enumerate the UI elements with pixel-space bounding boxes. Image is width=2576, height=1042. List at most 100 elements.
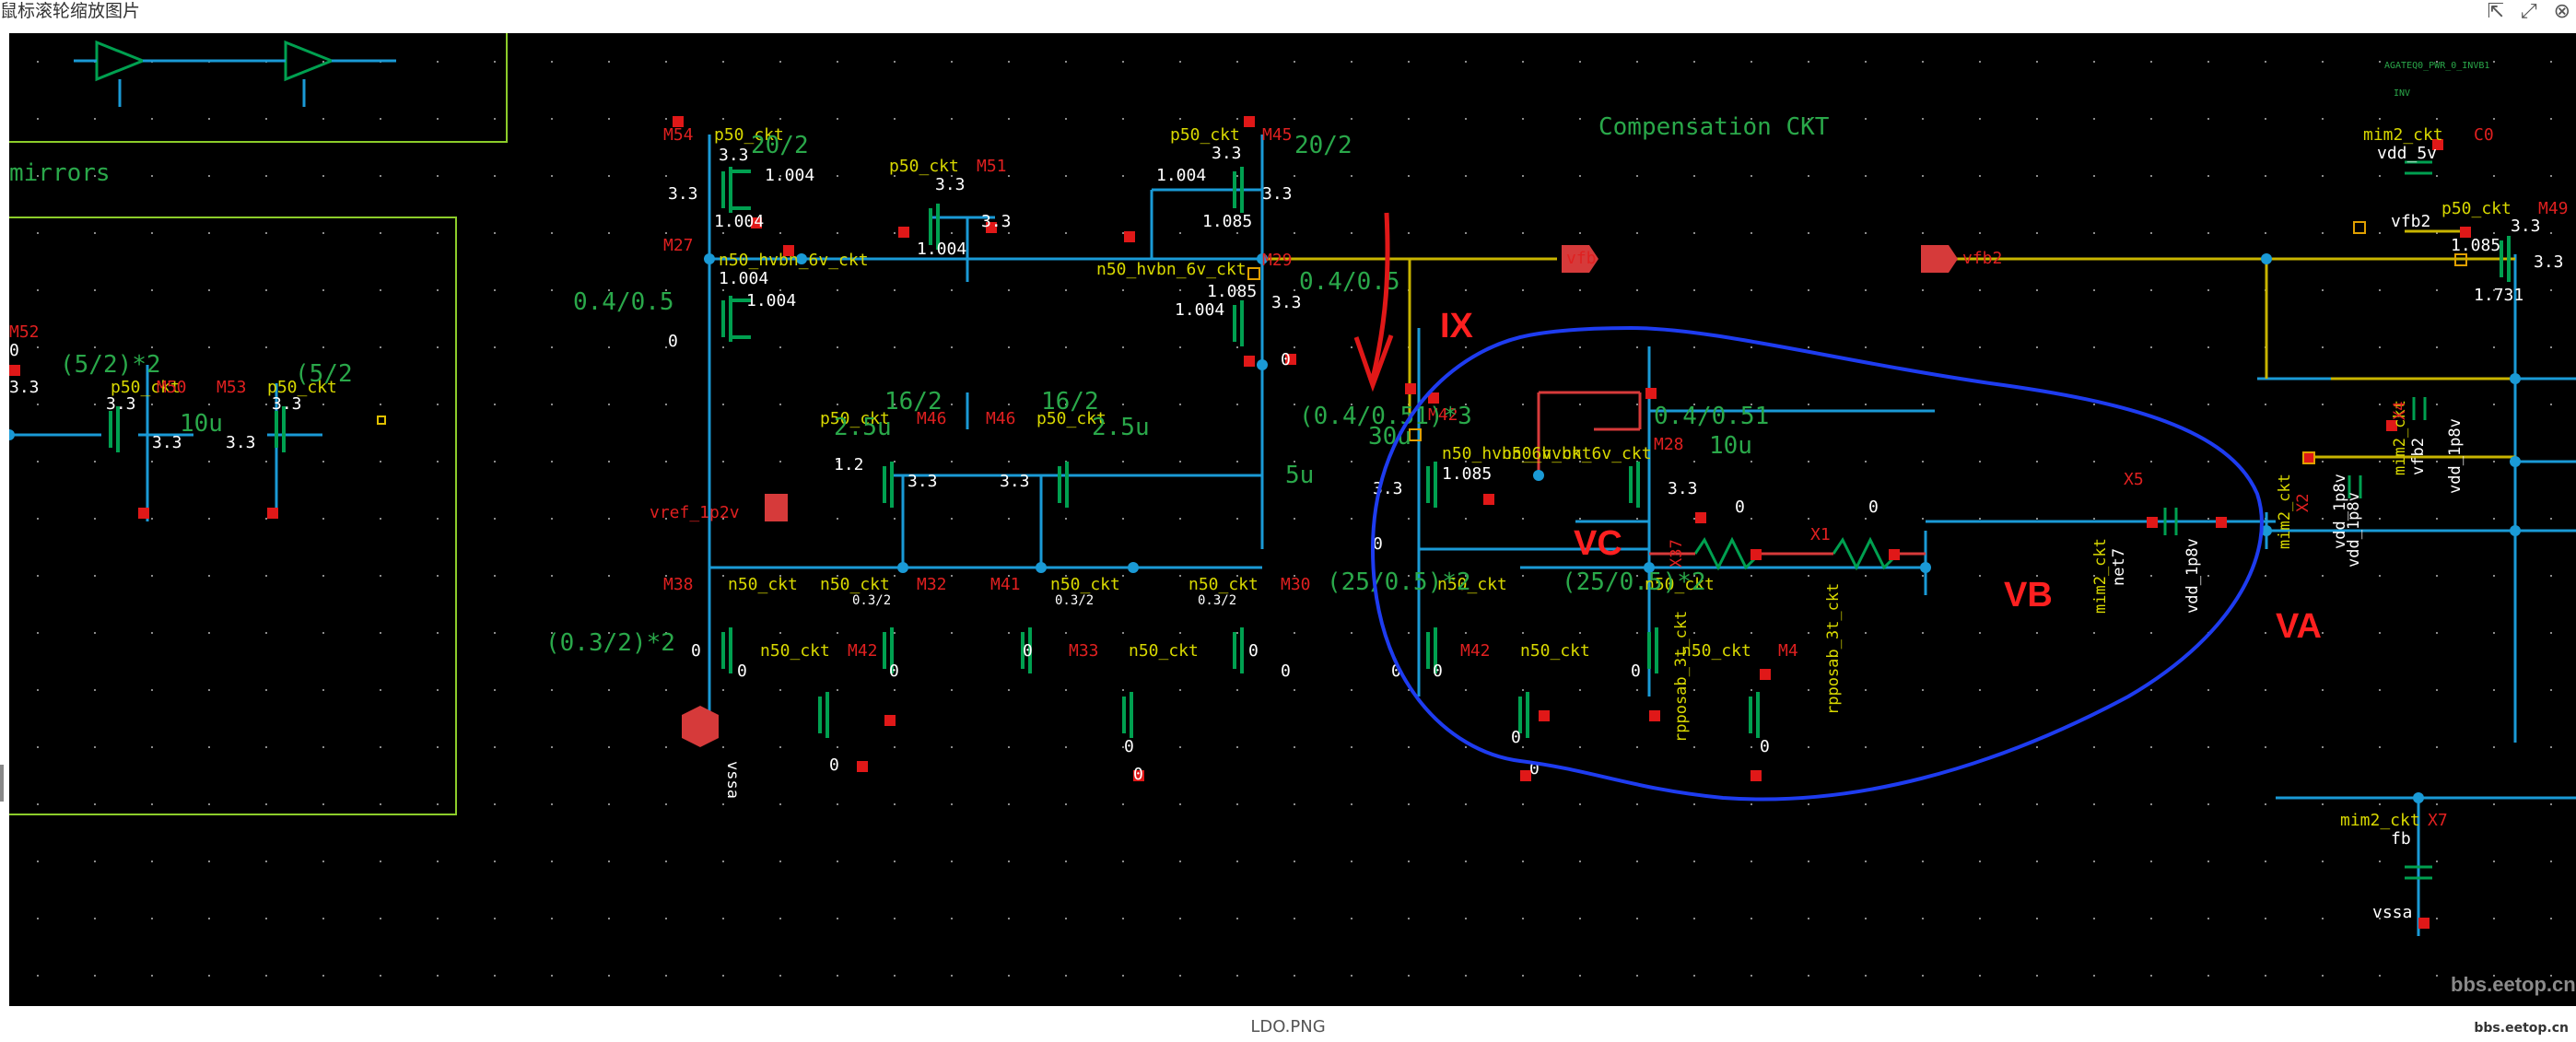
svg-text:n50_ckt: n50_ckt — [1645, 575, 1715, 594]
svg-text:n50_ckt: n50_ckt — [1520, 641, 1590, 661]
svg-text:vdd_5v: vdd_5v — [2377, 144, 2437, 163]
transistors — [109, 167, 2511, 738]
scrollbar[interactable] — [0, 765, 4, 802]
svg-text:16/2: 16/2 — [884, 388, 943, 416]
svg-text:3.3: 3.3 — [981, 212, 1012, 231]
svg-text:M29: M29 — [1262, 251, 1293, 270]
labels: M54 p50_ckt 3.3 1.004 3.3 1.004 M27 n50_… — [9, 125, 2569, 922]
pins — [682, 245, 1958, 747]
svg-text:n50_ckt: n50_ckt — [1188, 575, 1259, 594]
svg-text:M4: M4 — [1778, 641, 1798, 661]
annotation-vc: VC — [1574, 524, 1622, 563]
svg-text:vdd_1p8v: vdd_1p8v — [2184, 538, 2202, 614]
buffer-block — [74, 40, 396, 107]
svg-text:20/2: 20/2 — [751, 132, 809, 159]
svg-text:vfb2: vfb2 — [2391, 212, 2430, 231]
svg-text:3.3: 3.3 — [1000, 472, 1030, 491]
close-icon[interactable]: ⊗ — [2553, 0, 2570, 23]
annotation-va: VA — [2276, 607, 2322, 646]
svg-text:10u: 10u — [1709, 432, 1752, 460]
compensation-ckt-label: Compensation CKT — [1598, 113, 1830, 141]
image-caption: LDO.PNG — [1250, 1017, 1326, 1036]
svg-text:0: 0 — [1760, 737, 1770, 756]
svg-text:10u: 10u — [180, 410, 223, 438]
svg-text:mim2_ckt: mim2_ckt — [2340, 811, 2420, 830]
svg-text:0: 0 — [737, 661, 747, 681]
svg-text:0: 0 — [829, 755, 839, 775]
svg-text:M27: M27 — [663, 236, 694, 255]
capacitors — [2163, 160, 2432, 880]
svg-text:M49: M49 — [2538, 199, 2569, 218]
svg-text:3.3: 3.3 — [1668, 479, 1698, 498]
label-m54: M54 — [663, 125, 694, 145]
svg-text:X7: X7 — [2428, 811, 2448, 830]
svg-text:20/2: 20/2 — [1294, 132, 1352, 159]
watermark: bbs.eetop.cn — [2451, 973, 2576, 996]
svg-text:M33: M33 — [1069, 641, 1099, 661]
svg-text:n50_ckt: n50_ckt — [820, 575, 890, 594]
svg-text:2.5u: 2.5u — [834, 414, 892, 441]
external-link-icon[interactable]: ⇱ — [2487, 0, 2504, 23]
window-controls: ⇱ ⤢ ⊗ — [2487, 0, 2570, 23]
svg-text:n50_hvbn_6v_ckt: n50_hvbn_6v_ckt — [1096, 260, 1247, 279]
svg-text:0: 0 — [1248, 641, 1259, 661]
svg-text:3.3: 3.3 — [668, 184, 698, 204]
svg-text:0: 0 — [1133, 765, 1143, 784]
svg-text:0: 0 — [691, 641, 701, 661]
svg-text:p50_ckt: p50_ckt — [111, 378, 181, 397]
svg-text:vref_1p2v: vref_1p2v — [650, 503, 740, 522]
svg-text:AGATEQ0_PWR_0_INVB1: AGATEQ0_PWR_0_INVB1 — [2384, 61, 2489, 71]
svg-text:0: 0 — [1373, 534, 1383, 554]
svg-text:n50_hvbn_6v_ckt: n50_hvbn_6v_ckt — [1442, 444, 1592, 463]
svg-text:1.004: 1.004 — [714, 212, 764, 231]
nets-dots — [9, 116, 2521, 929]
svg-text:p50_ckt: p50_ckt — [1170, 125, 1240, 145]
svg-text:M53: M53 — [217, 378, 247, 397]
svg-text:(25/0.5)*2: (25/0.5)*2 — [1562, 568, 1706, 596]
grid-dots — [9, 33, 2576, 1006]
mirrors-label: mirrors — [9, 159, 111, 187]
svg-text:0: 0 — [1023, 641, 1033, 661]
svg-text:INV: INV — [2394, 88, 2410, 99]
svg-text:0: 0 — [1631, 661, 1641, 681]
svg-text:M51: M51 — [977, 157, 1007, 176]
svg-text:mim2_ckt: mim2_ckt — [2391, 400, 2409, 475]
svg-text:M28: M28 — [1654, 435, 1684, 454]
svg-text:n50_hvbn_6v_ckt: n50_hvbn_6v_ckt — [719, 251, 869, 270]
svg-text:1.004: 1.004 — [1175, 300, 1224, 320]
svg-text:vdd_1p8v: vdd_1p8v — [2331, 474, 2349, 549]
svg-text:mim2_ckt: mim2_ckt — [2276, 474, 2294, 549]
svg-text:3.3: 3.3 — [2511, 217, 2541, 236]
svg-text:3.3: 3.3 — [935, 175, 966, 194]
svg-text:X2: X2 — [2294, 494, 2313, 512]
svg-text:1.004: 1.004 — [917, 240, 966, 259]
svg-text:3.3: 3.3 — [1212, 144, 1242, 163]
svg-text:0: 0 — [1391, 661, 1401, 681]
svg-text:0: 0 — [889, 661, 899, 681]
footer-watermark: bbs.eetop.cn — [2474, 1021, 2569, 1036]
annotation-vb: VB — [2004, 576, 2053, 615]
hand-annotations: IX VC VB VA — [1353, 212, 2322, 802]
svg-text:vdd_1p8v: vdd_1p8v — [2345, 492, 2363, 568]
svg-text:3.3: 3.3 — [226, 433, 256, 452]
svg-text:C0: C0 — [2474, 125, 2494, 145]
svg-text:M41: M41 — [990, 575, 1021, 594]
svg-text:X5: X5 — [2124, 470, 2144, 489]
image-viewer[interactable]: mirrors — [9, 33, 2576, 1006]
svg-text:X4: X4 — [2391, 402, 2409, 420]
svg-text:(0.3/2)*2: (0.3/2)*2 — [545, 629, 675, 657]
svg-text:0: 0 — [9, 341, 19, 360]
svg-text:(5/2: (5/2 — [295, 360, 353, 388]
svg-text:p50_ckt: p50_ckt — [2441, 199, 2512, 218]
rotated-labels: mim2_ckt net7 vdd_1p8v mim2_ckt X2 vdd_1… — [723, 400, 2465, 799]
svg-text:M46: M46 — [986, 409, 1016, 428]
svg-text:fb: fb — [2391, 829, 2411, 849]
svg-text:net7: net7 — [2110, 548, 2128, 586]
svg-text:M46: M46 — [917, 409, 947, 428]
svg-text:vdd_1p8v: vdd_1p8v — [2446, 418, 2465, 494]
svg-text:3.3: 3.3 — [272, 394, 302, 414]
svg-text:(0.4/0.51)*3: (0.4/0.51)*3 — [1299, 403, 1472, 430]
svg-text:1.085: 1.085 — [2451, 236, 2500, 255]
svg-text:M30: M30 — [1281, 575, 1311, 594]
fullscreen-icon[interactable]: ⤢ — [2520, 0, 2537, 23]
